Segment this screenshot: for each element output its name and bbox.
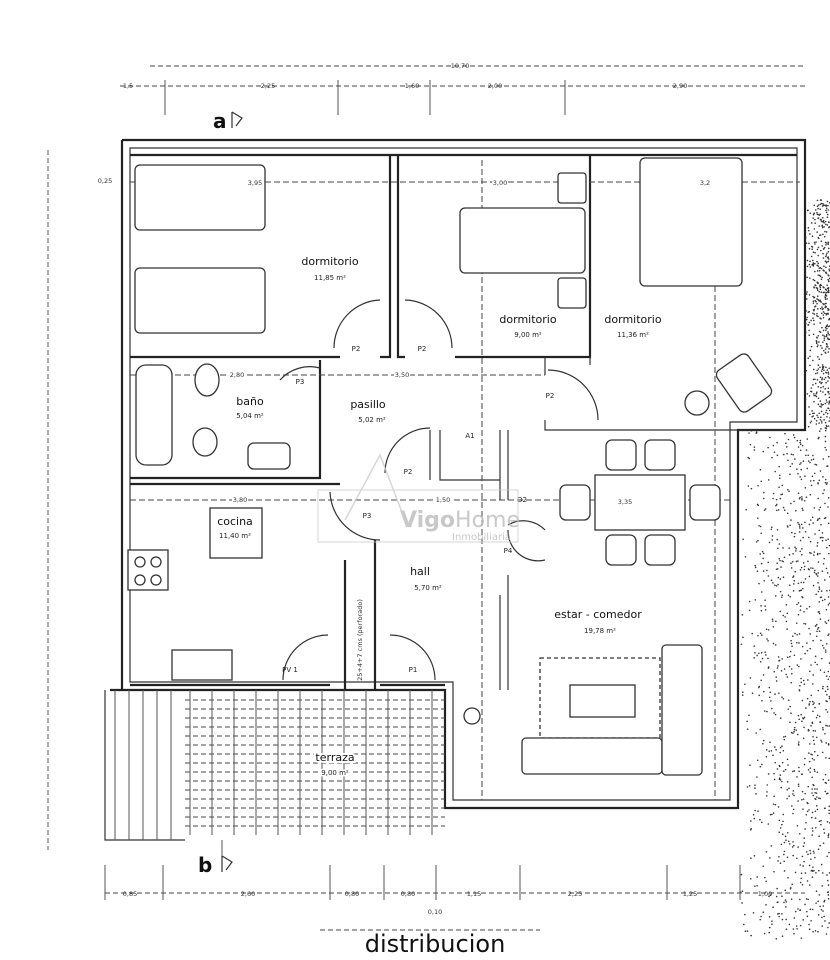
wall-note: 25+4+7 cms (perforado) (356, 599, 364, 681)
room-name: hall (410, 565, 430, 578)
room-name: estar - comedor (554, 608, 642, 621)
bidet-icon (247, 442, 291, 470)
stove-icon (127, 549, 169, 591)
dim-bottom: 1,15 (467, 890, 481, 898)
dim-bottom: 1,00 (758, 890, 772, 898)
lamp-icon (463, 707, 481, 725)
dim-interior: 3,80 (233, 496, 247, 504)
door-label: P2 (546, 392, 555, 400)
room-name: terraza (315, 751, 354, 764)
exterior-walls (104, 138, 807, 841)
dim-interior: 3,50 (395, 371, 409, 379)
sofa-icon (521, 737, 663, 775)
dining-table-icon (594, 474, 686, 531)
dim-interior: 2,80 (230, 371, 244, 379)
door-label: P3 (296, 378, 305, 386)
dim-top: 2,00 (488, 82, 502, 90)
drawing-title: distribucion (365, 930, 506, 958)
kitchen-sink-icon (171, 649, 233, 681)
room-area: 11,85 m² (314, 274, 346, 282)
room-name: baño (236, 395, 264, 408)
door-label: P4 (504, 547, 513, 555)
dim-top: 1,60 (405, 82, 419, 90)
dim-interior: 0,25 (98, 177, 112, 185)
watermark-logo: VigoHome Inmobiliaria (317, 453, 520, 543)
door-label: PV 1 (282, 666, 298, 674)
dim-bottom: 0,85 (123, 890, 137, 898)
door-label: P3 (363, 512, 372, 520)
room-area: 5,04 m² (236, 412, 264, 420)
dim-top: 1,5 (123, 82, 133, 90)
terrace-floor (114, 690, 445, 840)
sofa-icon (661, 644, 703, 776)
dim-bottom: 1,25 (683, 890, 697, 898)
svg-text:VigoHome: VigoHome (400, 508, 520, 533)
room-name: dormitorio (301, 255, 358, 268)
bed-icon (134, 267, 266, 334)
door-label: P2 (418, 345, 427, 353)
room-name: dormitorio (499, 313, 556, 326)
door-label: P2 (404, 468, 413, 476)
door-label: A1 (465, 432, 474, 440)
room-area: 9,00 m² (321, 769, 349, 777)
room-area: 5,70 m² (414, 584, 442, 592)
dim-interior: 3,00 (493, 179, 507, 187)
door-label: P2 (352, 345, 361, 353)
door-label: D2 (517, 496, 527, 504)
room-area: 5,02 m² (358, 416, 386, 424)
plant-icon (684, 390, 710, 416)
coffee-table-icon (569, 684, 636, 718)
dim-interior: 3,95 (248, 179, 262, 187)
toilet-icon (192, 427, 218, 457)
room-area: 11,36 m² (617, 331, 649, 339)
dim-bottom: 2,25 (568, 890, 582, 898)
nightstand-icon (557, 172, 587, 204)
bed-icon (459, 207, 586, 274)
bed-icon (639, 157, 743, 287)
svg-text:Inmobiliaria: Inmobiliaria (452, 532, 511, 543)
dim-top-total: 10,70 (451, 62, 470, 70)
room-area: 9,00 m² (514, 331, 542, 339)
room-area: 11,40 m² (219, 532, 251, 540)
nightstand-icon (557, 277, 587, 309)
bottom-dimension-lines (104, 865, 805, 900)
room-name: cocina (217, 515, 253, 528)
dim-bottom-extra: 0,10 (428, 908, 442, 916)
dim-bottom: 0,80 (401, 890, 415, 898)
door-swings (279, 299, 599, 681)
dim-top: 2,90 (673, 82, 687, 90)
section-arrow-icon (231, 111, 243, 128)
dim-bottom: 0,80 (345, 890, 359, 898)
exterior-stipple (739, 199, 830, 940)
section-marker-b: b (198, 853, 212, 877)
armchair-icon (715, 353, 773, 413)
door-label: P1 (409, 666, 418, 674)
sink-icon (194, 363, 220, 397)
dim-interior: 1,50 (436, 496, 450, 504)
kitchen-table-icon (209, 507, 263, 559)
bathtub-icon (135, 364, 173, 466)
room-name: pasillo (350, 398, 386, 411)
bed-icon (134, 164, 266, 231)
room-area: 19,78 m² (584, 627, 616, 635)
top-dimension-lines (120, 65, 805, 115)
section-marker-a: a (213, 109, 227, 133)
dim-interior: 3,2 (700, 179, 710, 187)
furniture (127, 157, 773, 776)
dim-interior: 3,35 (618, 498, 632, 506)
interior-walls (130, 155, 800, 690)
section-arrow-icon (221, 855, 233, 872)
dim-top: 2,25 (261, 82, 275, 90)
dim-bottom: 2,60 (241, 890, 255, 898)
room-name: dormitorio (604, 313, 661, 326)
